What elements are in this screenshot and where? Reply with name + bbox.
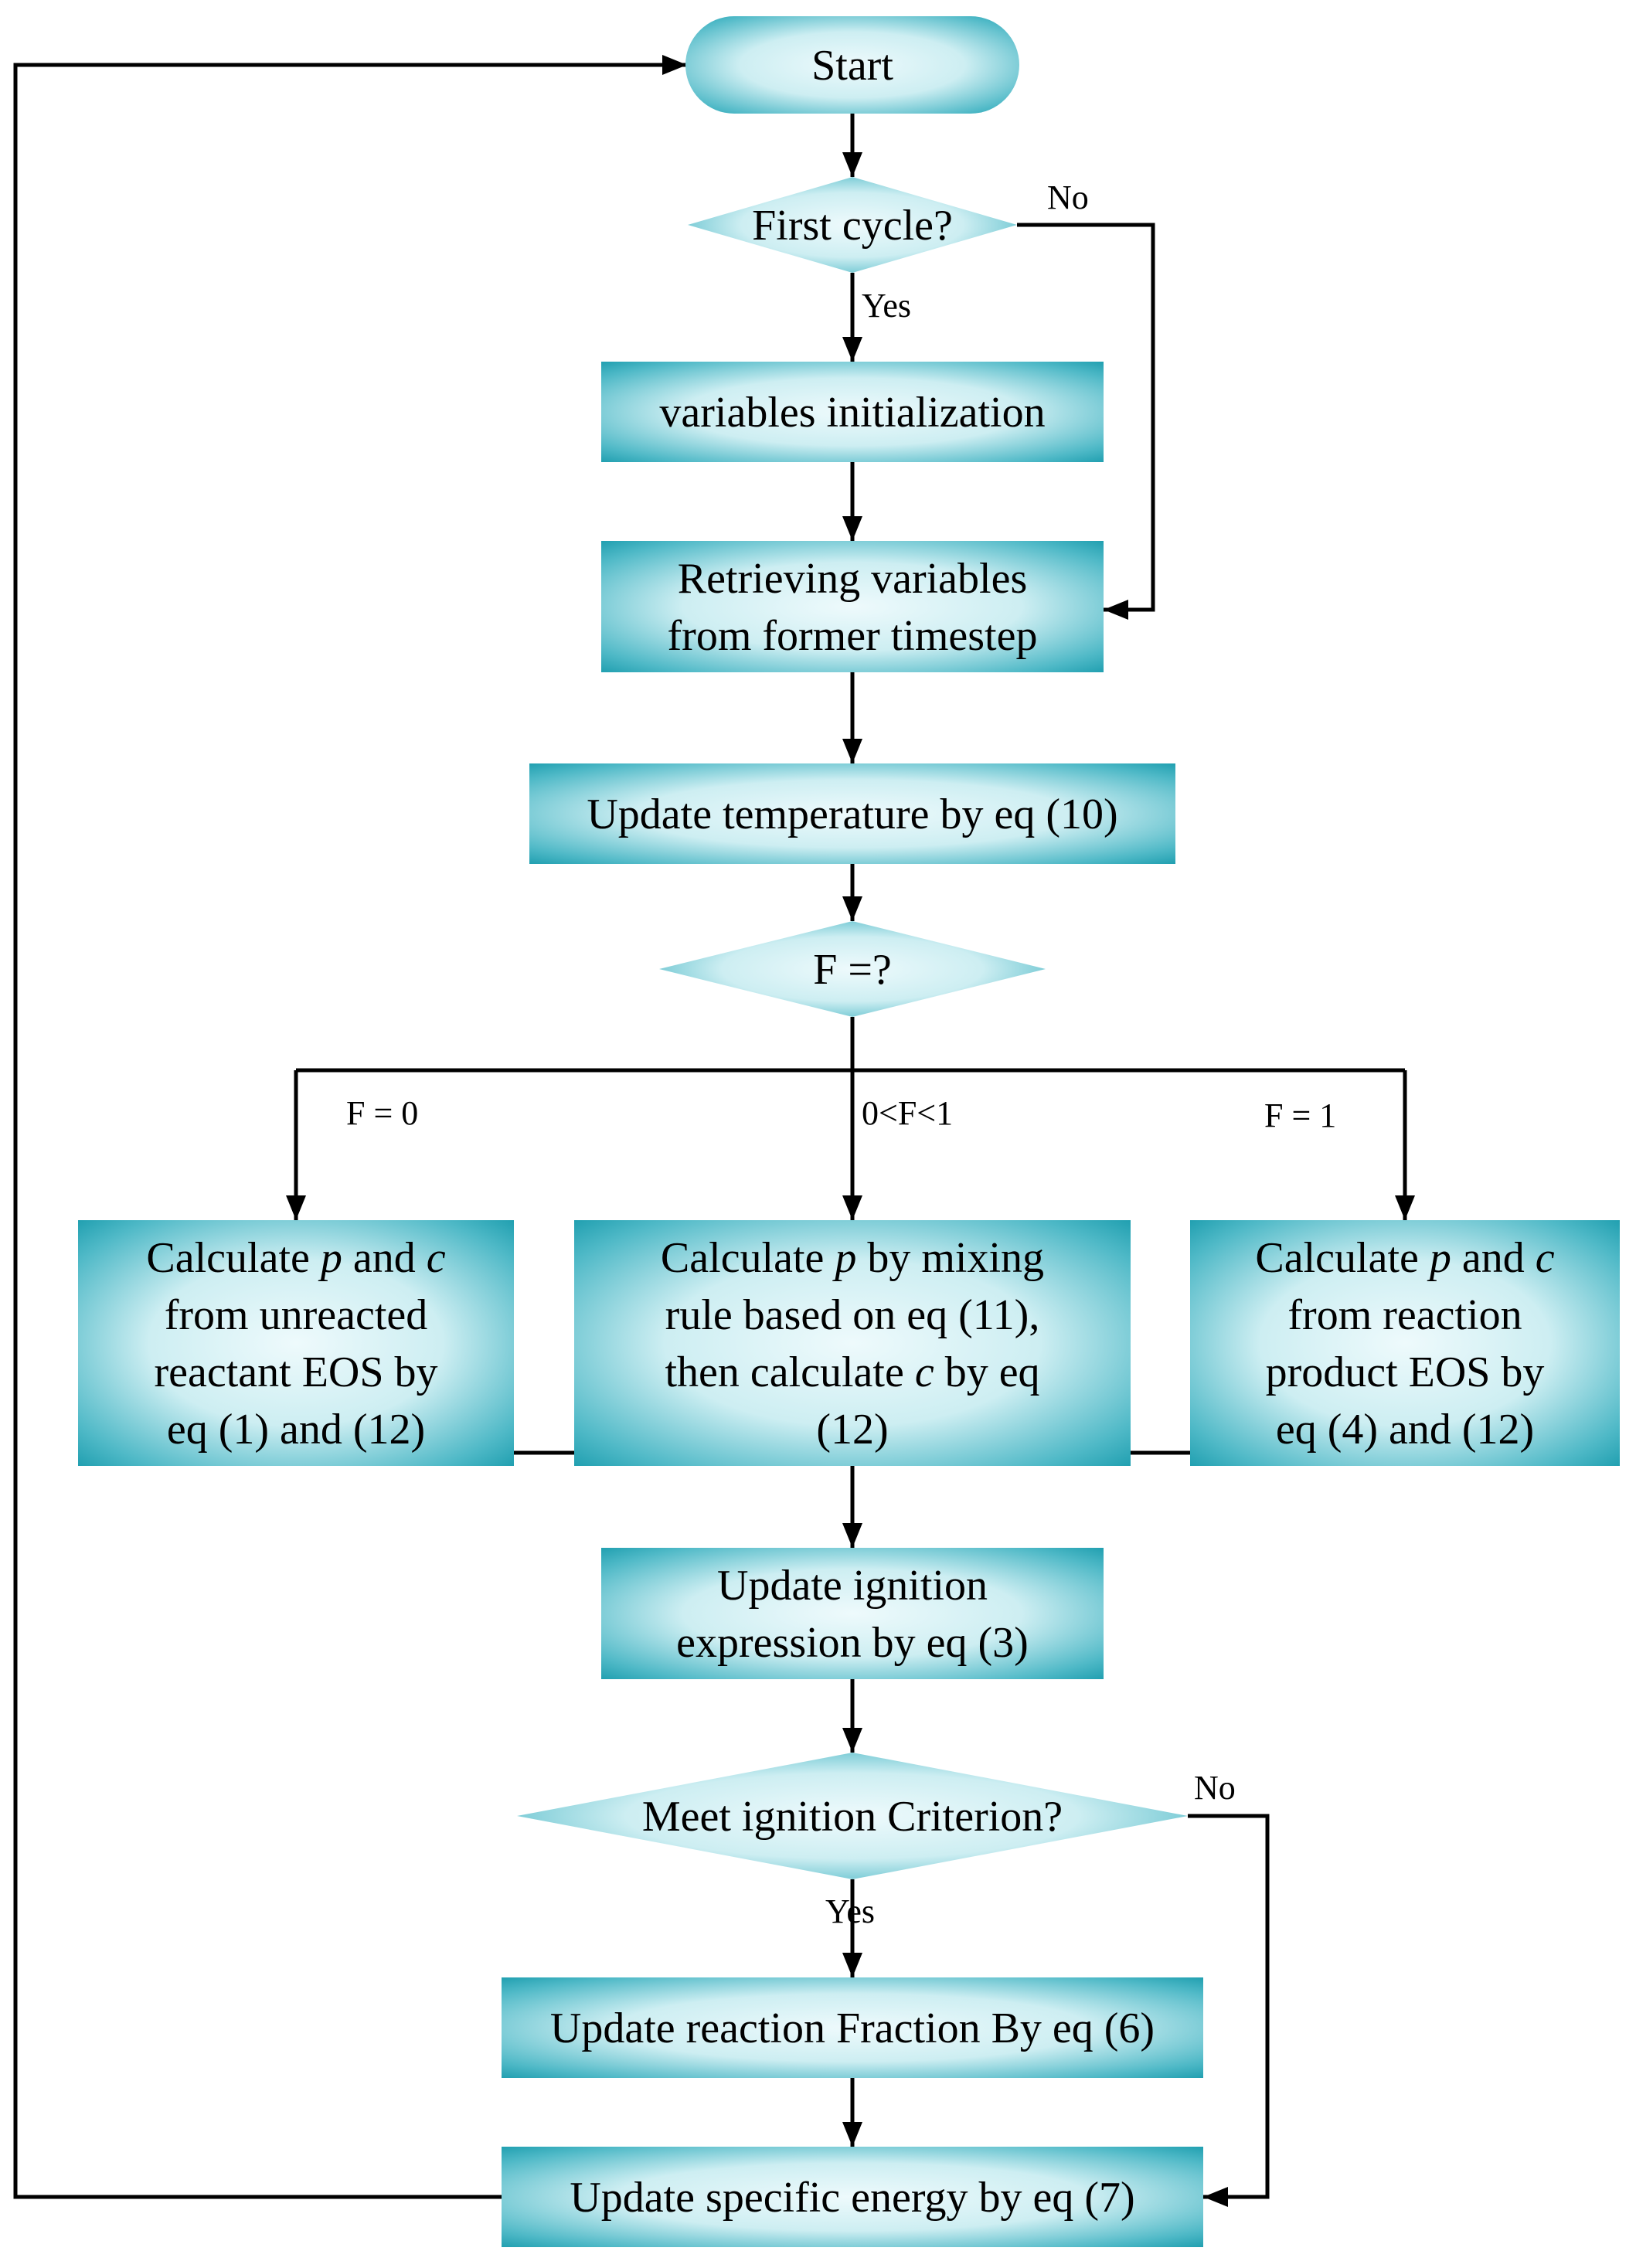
- node-first-cycle-line-0: First cycle?: [752, 202, 953, 250]
- edge-crit-no: [1188, 1814, 1270, 2199]
- edge-frac-energy-arrowhead: [842, 2122, 862, 2147]
- edge-ign-crit-arrowhead: [842, 1728, 862, 1753]
- node-calc-mid-line-2: then calculate c by eq: [665, 1348, 1039, 1396]
- edge-init-retrieve-arrowhead: [842, 516, 862, 541]
- node-calc-mid-line-1: rule based on eq (11),: [665, 1291, 1040, 1339]
- node-update-temp-shape: [529, 763, 1175, 864]
- node-retrieve-line-1: from former timestep: [668, 612, 1038, 660]
- node-calc-right-line-1: from reaction: [1287, 1291, 1522, 1339]
- edge-merge-ign-arrowhead: [842, 1523, 862, 1548]
- node-calc-mid-line-3: (12): [816, 1406, 888, 1454]
- edge-first-init-arrowhead: [842, 337, 862, 362]
- node-update-ign-line-1: expression by eq (3): [676, 1619, 1029, 1667]
- node-init-shape: [601, 362, 1104, 462]
- edge-branch-mid-arrowhead: [842, 1195, 862, 1220]
- node-update-frac-shape: [502, 1977, 1203, 2078]
- node-retrieve-shape: [601, 541, 1104, 672]
- edge-crit-no-arrowhead: [1203, 2187, 1228, 2207]
- node-calc-right-line-0: Calculate p and c: [1255, 1234, 1554, 1282]
- edge-label-f-between: 0<F<1: [862, 1094, 953, 1132]
- node-calc-left-line-1: from unreacted: [165, 1291, 427, 1339]
- edge-label-crit-yes: Yes: [825, 1892, 875, 1930]
- node-calc-left: Calculate p and c from unreacted reactant …: [78, 1220, 514, 1466]
- node-meet-crit: Meet ignition Criterion?: [517, 1753, 1188, 1879]
- node-update-ign-shape: [601, 1548, 1104, 1679]
- edge-crit-yes-arrowhead: [842, 1953, 862, 1977]
- node-update-temp: Update temperature by eq (10): [529, 763, 1175, 864]
- edge-label-f-zero: F = 0: [346, 1094, 418, 1132]
- node-f-check-line-0: F =?: [813, 946, 892, 994]
- node-update-ign: Update ignition expression by eq (3): [601, 1548, 1104, 1679]
- node-meet-crit-shape: [517, 1753, 1188, 1879]
- node-update-energy-shape: [502, 2147, 1203, 2247]
- edge-label-first-yes: Yes: [862, 287, 911, 325]
- edge-branch-left-arrowhead: [286, 1195, 306, 1220]
- node-start-shape: [685, 16, 1019, 114]
- node-calc-mid-line-0: Calculate p by mixing: [661, 1234, 1044, 1282]
- edge-label-first-no: No: [1047, 179, 1089, 216]
- edge-first-no-arrowhead: [1104, 600, 1128, 620]
- node-calc-right-shape: [1190, 1220, 1620, 1466]
- node-calc-left-line-0: Calculate p and c: [146, 1234, 445, 1282]
- edge-start-first-arrowhead: [842, 152, 862, 177]
- node-calc-left-line-3: eq (1) and (12): [167, 1406, 425, 1454]
- node-update-frac-line-0: Update reaction Fraction By eq (6): [550, 2004, 1155, 2052]
- node-init: variables initialization: [601, 362, 1104, 462]
- node-retrieve-line-0: Retrieving variables: [678, 555, 1028, 603]
- edge-temp-fcheck-arrowhead: [842, 896, 862, 921]
- node-calc-right-line-3: eq (4) and (12): [1276, 1406, 1534, 1454]
- node-calc-right-line-2: product EOS by: [1266, 1348, 1545, 1396]
- node-first-cycle-shape: [688, 177, 1017, 273]
- node-calc-left-line-2: reactant EOS by: [155, 1348, 438, 1396]
- node-init-line-0: variables initialization: [659, 389, 1045, 437]
- node-calc-mid: Calculate p by mixing rule based on eq (1…: [574, 1220, 1131, 1466]
- edge-branch-right-arrowhead: [1395, 1195, 1415, 1220]
- node-meet-crit-line-0: Meet ignition Criterion?: [642, 1793, 1063, 1841]
- node-update-frac: Update reaction Fraction By eq (6): [502, 1977, 1203, 2078]
- node-f-check: F =?: [659, 921, 1046, 1017]
- node-update-energy: Update specific energy by eq (7): [502, 2147, 1203, 2247]
- node-update-energy-line-0: Update specific energy by eq (7): [570, 2174, 1134, 2222]
- node-calc-left-shape: [78, 1220, 514, 1466]
- node-f-check-shape: [659, 921, 1046, 1017]
- node-first-cycle: First cycle?: [688, 177, 1017, 273]
- node-retrieve: Retrieving variables from former timestep: [601, 541, 1104, 672]
- edge-retrieve-temp-arrowhead: [842, 739, 862, 763]
- node-calc-mid-shape: [574, 1220, 1131, 1466]
- edge-label-f-one: F = 1: [1264, 1097, 1336, 1134]
- node-update-ign-line-0: Update ignition: [717, 1562, 988, 1610]
- edge-loop-back-arrowhead: [662, 55, 687, 75]
- edge-loop-back: [13, 63, 687, 2199]
- node-start-line-0: Start: [811, 42, 893, 90]
- node-calc-right: Calculate p and c from reaction product EO…: [1190, 1220, 1620, 1466]
- node-update-temp-line-0: Update temperature by eq (10): [587, 791, 1117, 838]
- node-start: Start: [685, 16, 1019, 114]
- edge-label-crit-no: No: [1194, 1769, 1236, 1807]
